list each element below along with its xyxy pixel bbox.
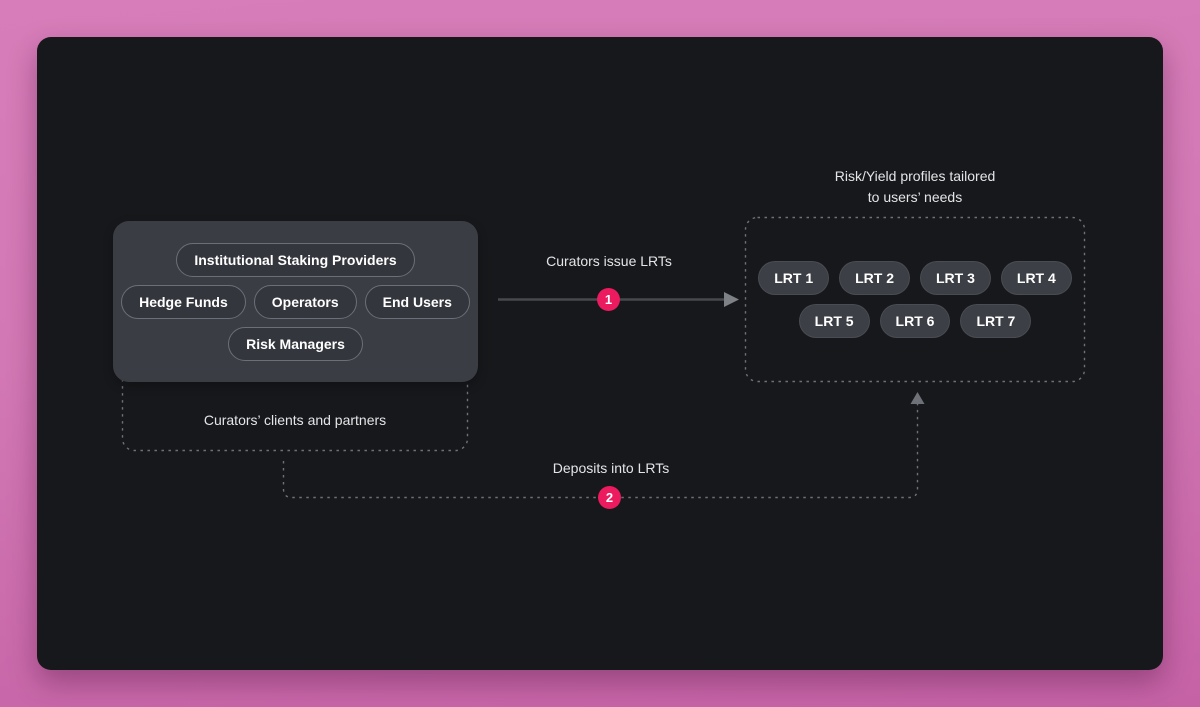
flow-1-label: Curators issue LRTs xyxy=(546,253,672,269)
lrt-caption-line-1: Risk/Yield profiles tailored xyxy=(834,168,996,184)
client-pill: Institutional Staking Providers xyxy=(176,242,415,277)
client-pill: End Users xyxy=(364,284,470,319)
clients-caption: Curators’ clients and partners xyxy=(203,412,387,428)
lrt-pill: LRT 3 xyxy=(920,261,991,295)
lrt-pill: LRT 2 xyxy=(839,261,910,295)
lrt-grid: LRT 1 LRT 2 LRT 3 LRT 4 LRT 5 LRT 6 LRT … xyxy=(745,217,1085,382)
clients-pill-row-2: Hedge Funds Operators End Users xyxy=(121,284,470,319)
clients-box: Institutional Staking Providers Hedge Fu… xyxy=(113,221,478,382)
lrt-pill: LRT 6 xyxy=(879,304,951,338)
flow-2-step-badge: 2 xyxy=(598,486,621,509)
flow-1-step-badge: 1 xyxy=(597,288,620,311)
clients-pill-row-3: Risk Managers xyxy=(228,326,363,361)
flow-2-label: Deposits into LRTs xyxy=(552,460,670,476)
client-pill: Operators xyxy=(253,284,357,319)
lrt-pill: LRT 5 xyxy=(798,304,870,338)
lrt-row-2: LRT 5 LRT 6 LRT 7 xyxy=(798,304,1032,338)
lrt-pill: LRT 7 xyxy=(960,304,1032,338)
clients-pill-row-1: Institutional Staking Providers xyxy=(176,242,415,277)
client-pill: Hedge Funds xyxy=(121,284,246,319)
lrt-caption-line-2: to users’ needs xyxy=(867,189,963,205)
lrt-pill: LRT 4 xyxy=(1000,261,1072,295)
lrt-pill: LRT 1 xyxy=(758,261,830,295)
lrt-caption: Risk/Yield profiles tailored to users’ n… xyxy=(735,166,1095,208)
lrt-row-1: LRT 1 LRT 2 LRT 3 LRT 4 xyxy=(758,261,1072,295)
client-pill: Risk Managers xyxy=(228,326,363,361)
